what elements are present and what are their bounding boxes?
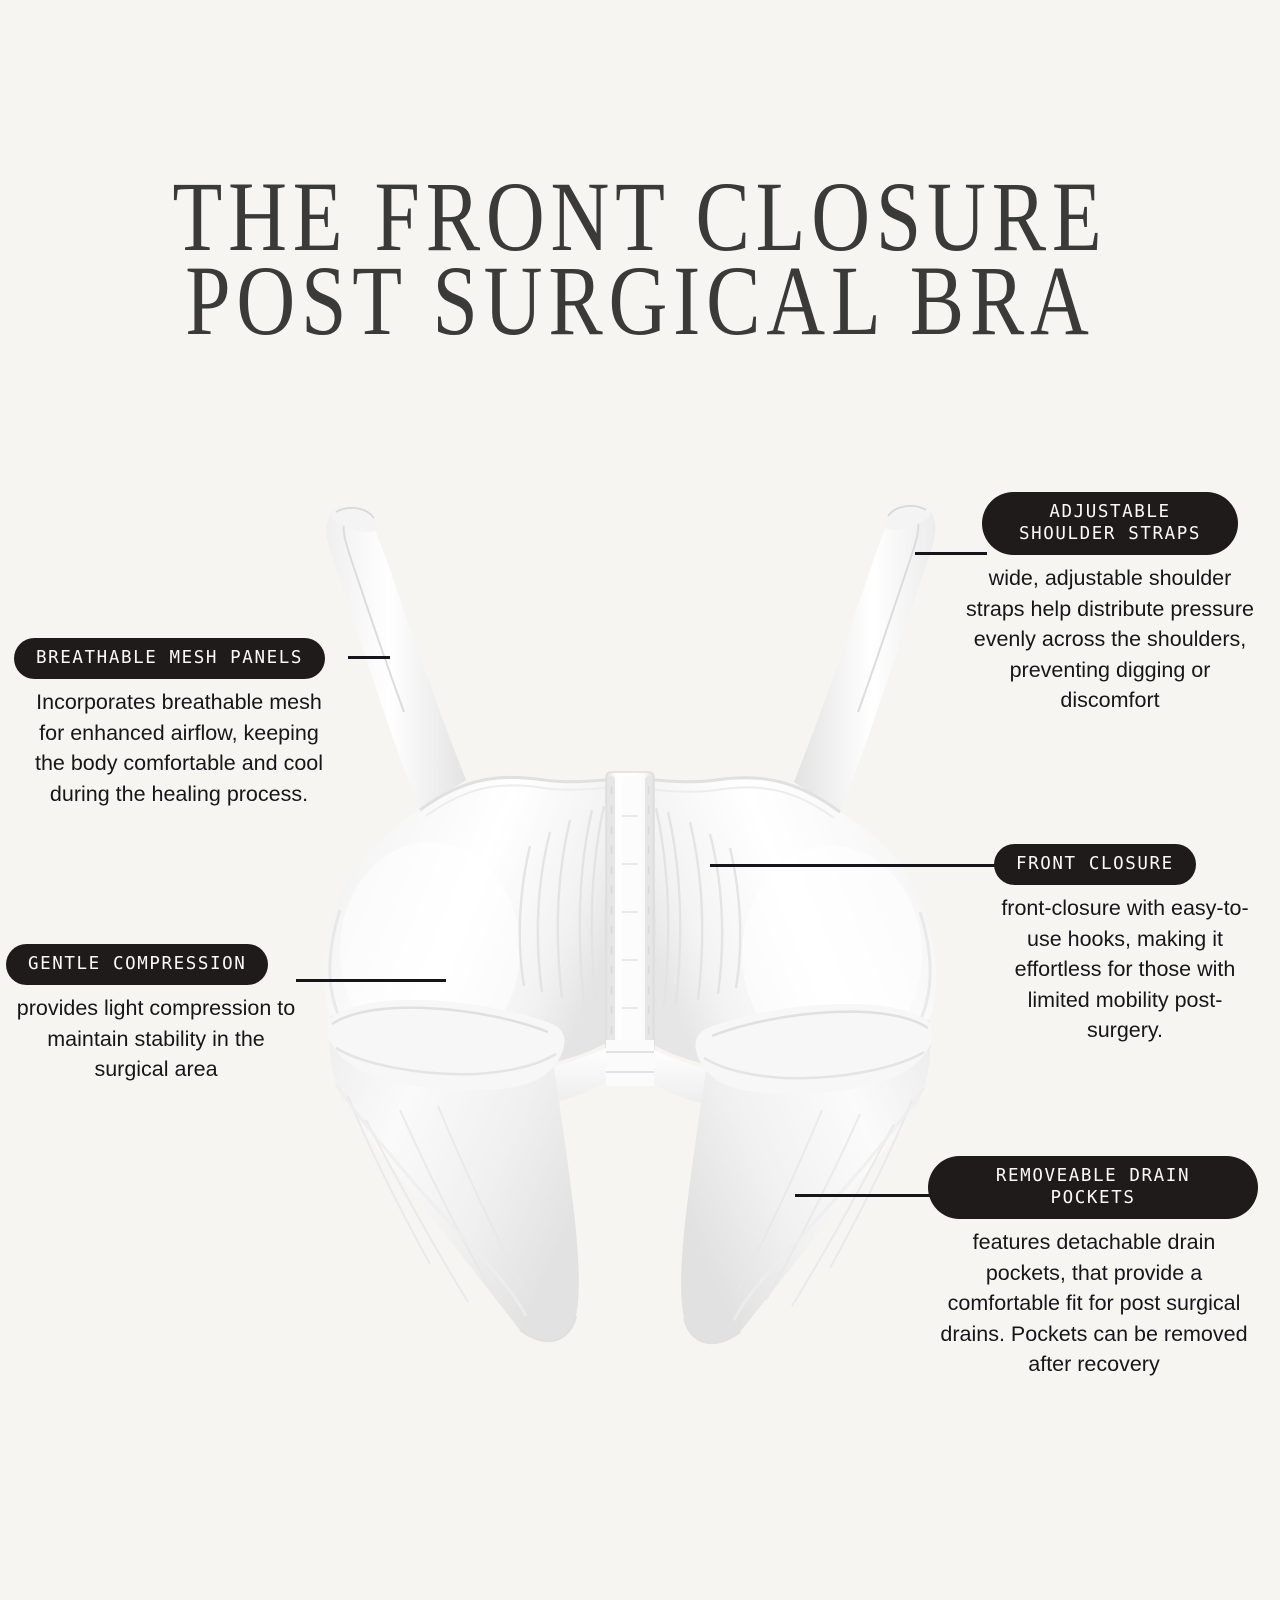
product-photo-bra	[270, 480, 990, 1370]
callout-label-front-closure[interactable]: FRONT CLOSURE	[994, 844, 1196, 886]
callout-label-adjustable-shoulder-straps[interactable]: ADJUSTABLE SHOULDER STRAPS	[982, 492, 1238, 556]
callout-description-adjustable-shoulder-straps: wide, adjustable shoulder straps help di…	[965, 566, 1254, 713]
connector-line-shoulder-straps	[915, 552, 987, 555]
connector-line-gentle-compression	[296, 979, 446, 982]
connector-line-mesh-panels	[348, 656, 390, 659]
callout-removeable-drain-pockets: REMOVEABLE DRAIN POCKETS features detach…	[928, 1156, 1258, 1380]
page-title: THE FRONT CLOSURE POST SURGICAL BRA	[0, 162, 1280, 352]
title-line-1: THE FRONT CLOSURE	[172, 162, 1108, 273]
connector-line-drain-pockets	[795, 1194, 937, 1197]
callout-description-front-closure: front-closure with easy-to-use hooks, ma…	[1001, 896, 1249, 1043]
connector-line-front-closure	[710, 864, 996, 867]
callout-adjustable-shoulder-straps: ADJUSTABLE SHOULDER STRAPS wide, adjusta…	[960, 492, 1260, 716]
callout-breathable-mesh-panels: BREATHABLE MESH PANELS Incorporates brea…	[14, 638, 352, 809]
callout-front-closure: FRONT CLOSURE front-closure with easy-to…	[994, 844, 1262, 1046]
callout-label-gentle-compression[interactable]: GENTLE COMPRESSION	[6, 944, 269, 986]
callout-description-gentle-compression: provides light compression to maintain s…	[16, 996, 296, 1082]
callout-gentle-compression: GENTLE COMPRESSION provides light compre…	[6, 944, 302, 1085]
callout-description-removeable-drain-pockets: features detachable drain pockets, that …	[940, 1230, 1248, 1377]
callout-description-breathable-mesh-panels: Incorporates breathable mesh for enhance…	[34, 690, 324, 806]
callout-label-breathable-mesh-panels[interactable]: BREATHABLE MESH PANELS	[14, 638, 325, 680]
callout-label-removeable-drain-pockets[interactable]: REMOVEABLE DRAIN POCKETS	[928, 1156, 1258, 1220]
title-line-2: POST SURGICAL BRA	[185, 247, 1095, 357]
